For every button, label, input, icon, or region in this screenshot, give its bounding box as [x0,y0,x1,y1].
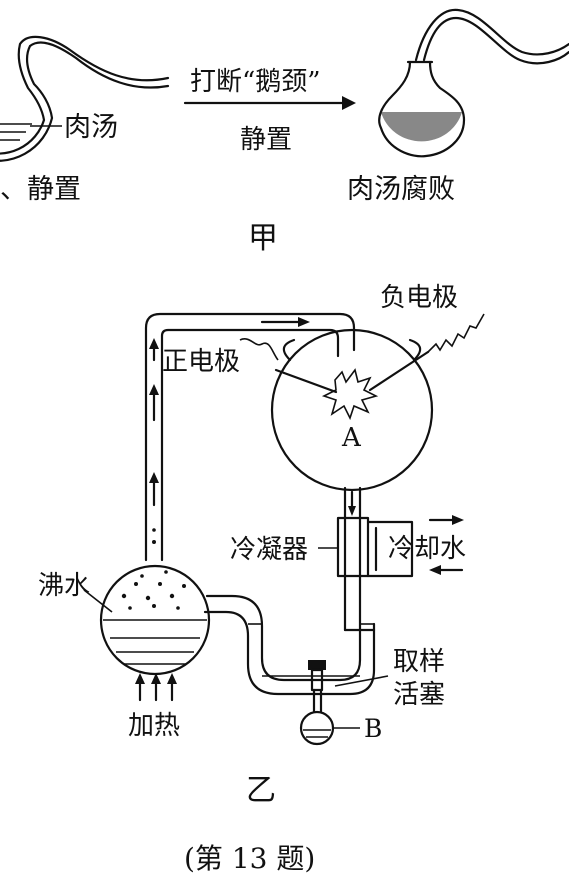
caption-yi: 乙 [246,773,276,808]
sampling-valve-label-1: 取样 [393,647,445,677]
heat-arrow-icon [135,673,177,702]
flask-b [299,688,360,746]
arrow-bottom-label: 静置 [240,125,292,155]
figure-yi: A 负电极 正电极 冷凝器 冷却水 [38,283,485,808]
broth-label: 肉汤 [64,112,118,143]
boiling-water-label: 沸水 [38,571,90,601]
condenser-label: 冷凝器 [230,535,308,565]
cooling-water-label: 冷却水 [388,534,466,564]
figure-jia: 肉汤 、静置 打断“鹅颈” 静置 肉汤腐败 甲 [0,8,569,256]
spark-icon [321,368,379,421]
u-tube [203,594,376,696]
heating-label: 加热 [128,711,180,741]
flow-arrow-icon [149,338,159,507]
water-out-arrow-icon [452,515,464,525]
flask-b-label: B [364,714,382,743]
flask-a [239,313,485,632]
negative-electrode-label: 负电极 [380,283,458,313]
arrow-head-icon [342,96,356,110]
sampling-valve [308,660,389,692]
flask-a-label: A [341,423,362,453]
boiling-flask [83,564,211,676]
arrow-top-label: 打断“鹅颈” [190,67,321,97]
sampling-valve-label-2: 活塞 [393,680,445,710]
right-caption: 肉汤腐败 [347,174,455,205]
caption-jia: 甲 [248,221,278,256]
question-label: (第 13 题) [184,842,315,875]
swan-neck-flask-intact [0,35,170,162]
broken-neck-flask [378,8,569,158]
water-in-arrow-icon [429,565,441,575]
left-caption: 、静置 [0,174,81,205]
positive-electrode-label: 正电极 [162,347,240,377]
condenser [318,515,464,578]
flow-right-arrow-icon [260,317,310,327]
vapor-pipe [144,312,356,562]
